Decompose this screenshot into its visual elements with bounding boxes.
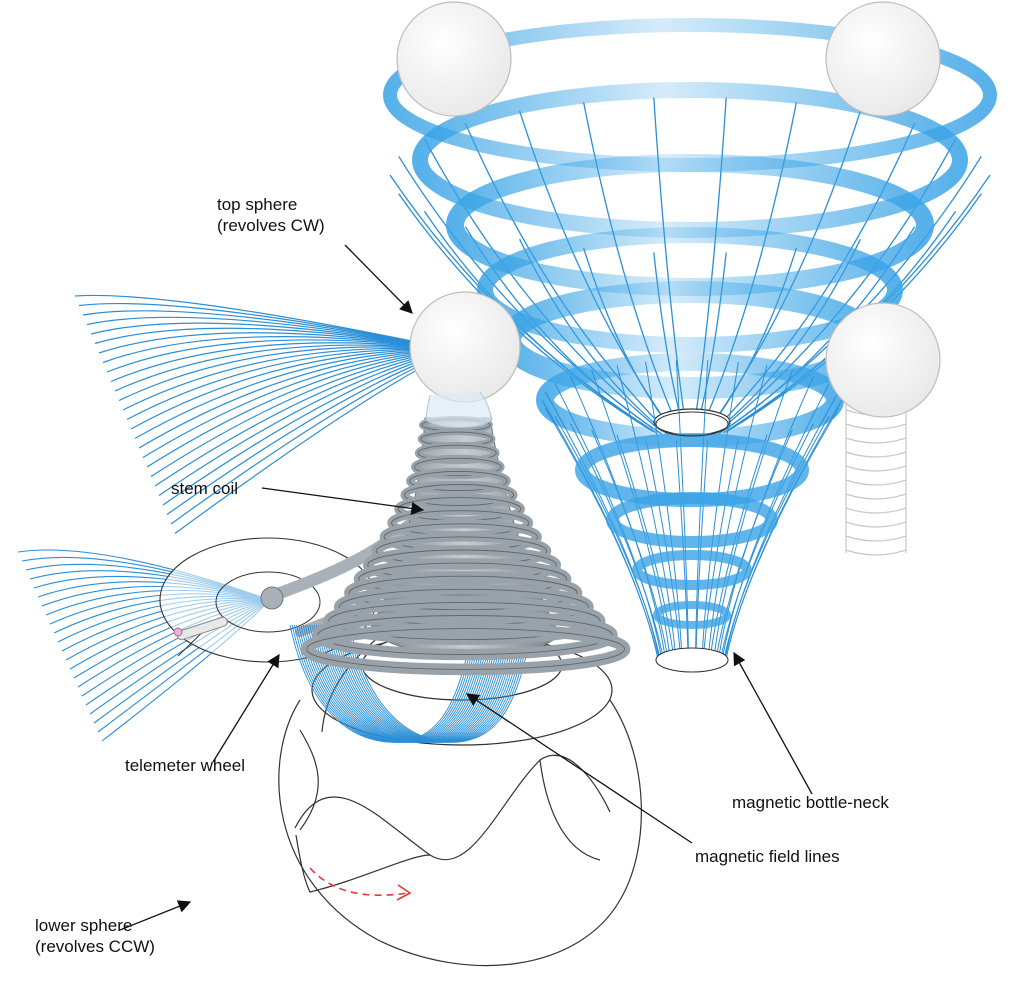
- upper-right-sphere: [825, 1, 941, 117]
- upper-fan-line: [110, 342, 456, 383]
- funnel-ribbons: [383, 18, 997, 447]
- bottle-neck-opening: [653, 408, 731, 436]
- support-coil-ring: [845, 507, 907, 514]
- stem-coil: [300, 416, 631, 676]
- label-top-sphere-line2: (revolves CW): [217, 216, 325, 235]
- swoop-line: [348, 624, 530, 743]
- neck-field-line: [645, 437, 682, 669]
- neck-field-line: [702, 361, 739, 650]
- lower-sphere-inner-curve: [299, 729, 319, 831]
- neck-field-line: [695, 439, 709, 669]
- funnel-ribbon: [477, 227, 903, 353]
- neck-field-line: [722, 416, 830, 664]
- upper-fan-line: [106, 339, 456, 373]
- stem-coil-ring-edge: [358, 562, 567, 596]
- funnel-field-line: [693, 97, 727, 425]
- bottle-neck-base: [655, 411, 729, 437]
- top-sphere: [409, 291, 521, 403]
- upper-fan-line: [118, 346, 456, 402]
- label-stem-coil: stem coil: [171, 479, 239, 498]
- upper-fan-line: [138, 349, 456, 449]
- upper-fan-line: [86, 316, 456, 351]
- neck-field-line: [724, 391, 840, 657]
- neck-field-line: [708, 434, 768, 668]
- label-magnetic-field-lines: magnetic field lines: [695, 847, 840, 866]
- upper-left-sphere: [396, 1, 512, 117]
- upper-fan-line: [98, 332, 456, 354]
- neck-field-line: [675, 439, 689, 669]
- support-coil-ring: [845, 535, 907, 542]
- label-top-sphere-line1: top sphere: [217, 195, 298, 214]
- neck-ribbon: [653, 601, 731, 629]
- neck-ribbon: [575, 433, 809, 507]
- upper-fan-line: [122, 347, 456, 411]
- support-coil-ring: [845, 437, 907, 444]
- support-coil-ring: [845, 465, 907, 472]
- neck-field-line: [675, 360, 689, 650]
- top-sphere-neck: [425, 391, 493, 428]
- neck-field-line: [702, 437, 739, 669]
- funnel-field-line: [653, 97, 687, 425]
- support-coil-ring: [845, 451, 907, 458]
- label-lower-sphere-line2: (revolves CCW): [35, 937, 155, 956]
- neck-field-line: [724, 408, 840, 662]
- label-magnetic-bottle-neck: magnetic bottle-neck: [732, 793, 889, 812]
- funnel-field-line: [398, 155, 654, 430]
- bottle-neck-funnel: [541, 360, 843, 673]
- neck-ribbon: [606, 492, 778, 548]
- telemeter-hub: [260, 586, 284, 610]
- neck-field-line: [616, 434, 676, 668]
- upper-fan-line: [114, 344, 456, 392]
- upper-fan-line: [102, 336, 456, 364]
- bottle-neck-mouth: [655, 647, 729, 673]
- neck-field-line: [554, 416, 662, 664]
- dashed-arc-arrow-icon: [309, 867, 409, 896]
- stem-coil-ring-edge: [414, 457, 502, 477]
- label-top-sphere: top sphere (revolves CW): [217, 194, 325, 236]
- neck-field-line: [695, 360, 709, 650]
- right-support-coil: [845, 398, 907, 556]
- neck-field-line: [544, 391, 660, 657]
- neck-ribbon: [632, 550, 752, 590]
- upper-fan-line: [78, 302, 456, 351]
- right-sphere: [825, 302, 941, 418]
- stem-coil-ring-edge: [409, 470, 508, 492]
- upper-fan-line: [82, 310, 456, 351]
- upper-fan-line: [94, 327, 456, 351]
- label-telemeter-wheel: telemeter wheel: [125, 756, 246, 775]
- stem-coil-ring-edge: [403, 484, 515, 506]
- stem-coil-ring-edge: [328, 601, 601, 641]
- neck-field-line: [714, 429, 793, 667]
- stem-coil-ring-edge: [317, 615, 613, 655]
- support-coil-ring: [845, 423, 907, 430]
- neck-field-line: [645, 361, 682, 650]
- leader-arrows: [119, 244, 813, 931]
- support-coil-ring: [845, 521, 907, 528]
- stem-coil-ring-edge: [348, 575, 578, 611]
- support-coil-ring: [845, 479, 907, 486]
- neck-field-line: [541, 399, 659, 660]
- upper-fan-line: [90, 322, 456, 351]
- upper-fan-line: [74, 294, 456, 351]
- dashed-arc-arrow-head: [396, 884, 412, 901]
- label-lower-sphere: lower sphere (revolves CCW): [35, 915, 155, 957]
- stem-coil-ring-edge: [306, 628, 626, 670]
- label-lower-sphere-line1: lower sphere: [35, 916, 133, 935]
- support-coil-ring: [845, 549, 907, 556]
- upper-fan-field-lines: [74, 294, 456, 534]
- support-coil-ring: [845, 493, 907, 500]
- telemeter-probe: [176, 616, 228, 641]
- upper-fan-line: [126, 348, 456, 421]
